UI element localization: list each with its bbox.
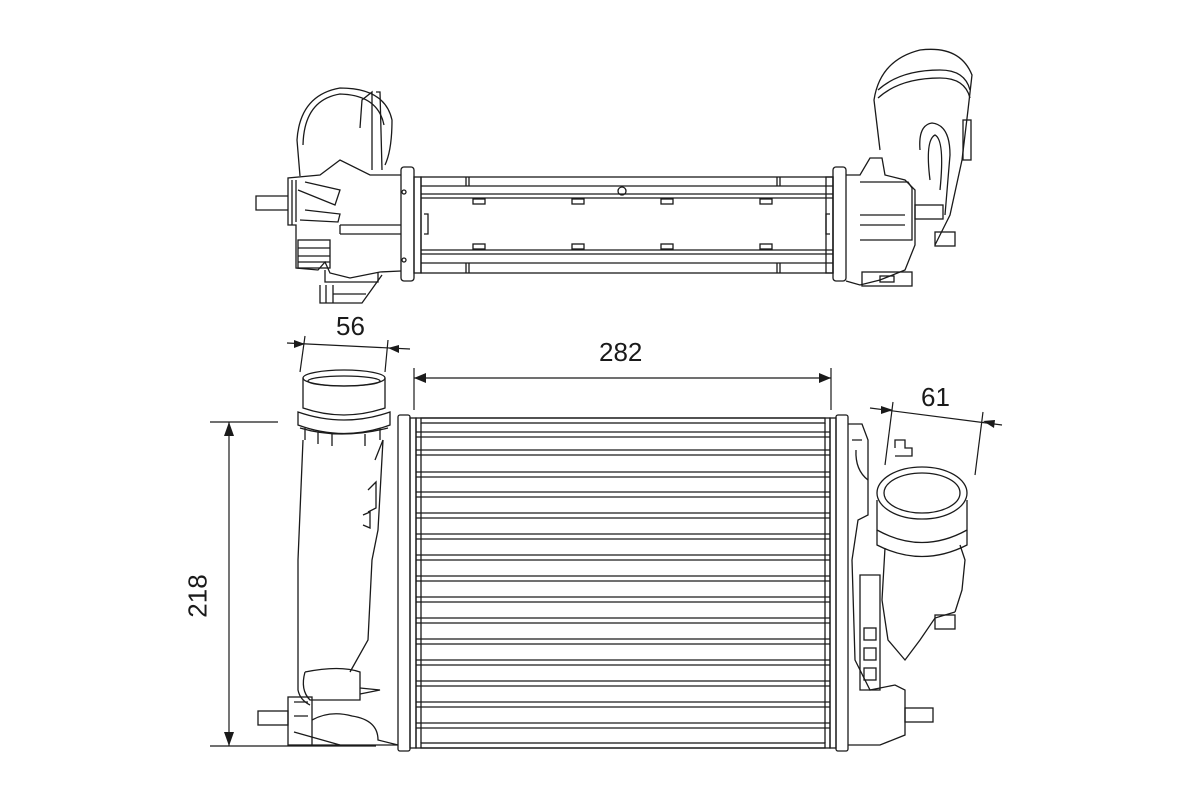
top-view-left-tank: [255, 87, 422, 304]
front-view-inlet-pipe: [257, 369, 399, 746]
front-view-core: [415, 417, 831, 749]
dimension-282: [413, 368, 832, 410]
top-view-core: [420, 176, 834, 274]
front-view-left-header: [397, 414, 417, 752]
top-view-right-tank: [825, 48, 973, 287]
dimension-56: [286, 335, 411, 373]
dimension-label-56: 56: [336, 311, 365, 341]
dimension-label-61: 61: [921, 382, 950, 412]
dimension-218: [210, 421, 376, 747]
front-view-outlet-pipe: [848, 423, 968, 746]
dimension-label-218: 218: [182, 574, 213, 618]
dimension-61: [869, 401, 1003, 476]
front-view-right-header: [829, 414, 849, 752]
front-view: [257, 369, 968, 752]
top-view: [255, 48, 973, 304]
dimension-label-282: 282: [599, 337, 643, 367]
